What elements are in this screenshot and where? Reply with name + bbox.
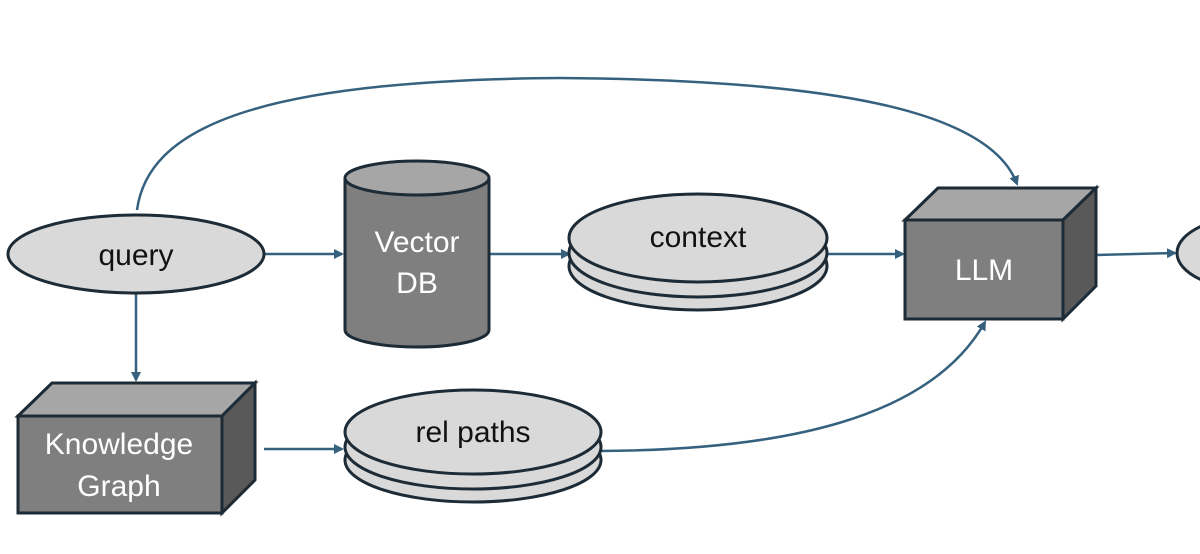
- edge-llm-to-output: [1095, 248, 1177, 259]
- knowledge-graph-label-line1: Knowledge: [45, 428, 193, 461]
- vector-db-label-line2: DB: [396, 267, 438, 300]
- edge-query-to-llm: [135, 76, 1019, 211]
- knowledge-graph-label-line2: Graph: [77, 470, 160, 503]
- output-node: [1175, 225, 1200, 281]
- vector-db-label-line1: Vector: [374, 226, 459, 259]
- vector-db-node: Vector DB: [343, 159, 491, 349]
- context-label: context: [650, 221, 747, 254]
- rel-paths-label: rel paths: [415, 416, 530, 449]
- llm-node: LLM: [901, 184, 1100, 323]
- llm-label: LLM: [955, 254, 1013, 287]
- knowledge-graph-node: Knowledge Graph: [14, 379, 259, 517]
- query-node: query: [6, 213, 266, 295]
- rel-paths-node: rel paths: [343, 388, 603, 504]
- edge-rel-paths-to-llm: [599, 320, 987, 453]
- query-label: query: [98, 239, 173, 272]
- context-node: context: [567, 192, 829, 312]
